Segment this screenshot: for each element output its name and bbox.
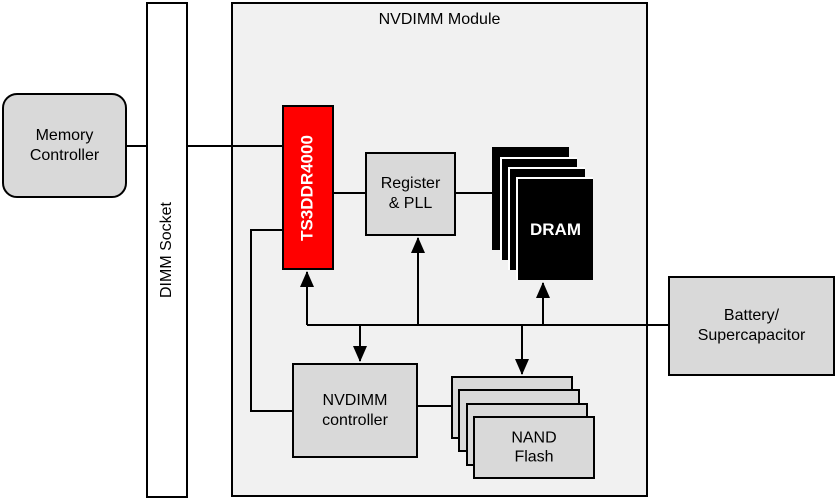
nvdimm-module-title: NVDIMM Module — [378, 11, 501, 28]
battery-supercapacitor-label: Battery/ Supercapacitor — [697, 307, 806, 344]
nand-chip-front: NAND Flash — [473, 416, 595, 479]
register-pll-node: Register & PLL — [365, 152, 456, 236]
edge-ts3ddr4000-to-nvdimm-controller — [250, 229, 292, 412]
nvdimm-controller-node: NVDIMM controller — [292, 363, 418, 458]
dimm-socket-label: DIMM Socket — [158, 201, 176, 299]
nvdimm-controller-label: NVDIMM controller — [322, 391, 388, 429]
dram-chip-front: DRAM — [516, 177, 593, 280]
dram-label: DRAM — [530, 219, 581, 239]
ts3ddr4000-label: TS3DDR4000 — [297, 134, 317, 241]
nand-flash-label: NAND Flash — [511, 428, 557, 466]
ts3ddr4000-node: TS3DDR4000 — [282, 105, 334, 270]
dram-stack: DRAM — [492, 147, 595, 282]
memory-controller-node: Memory Controller — [2, 93, 127, 198]
dimm-socket-node: DIMM Socket — [146, 2, 188, 498]
nand-flash-stack: NAND Flash — [451, 376, 597, 481]
battery-supercapacitor-node: Battery/ Supercapacitor — [668, 276, 835, 376]
register-pll-label: Register & PLL — [380, 175, 441, 212]
memory-controller-label: Memory Controller — [29, 126, 100, 164]
